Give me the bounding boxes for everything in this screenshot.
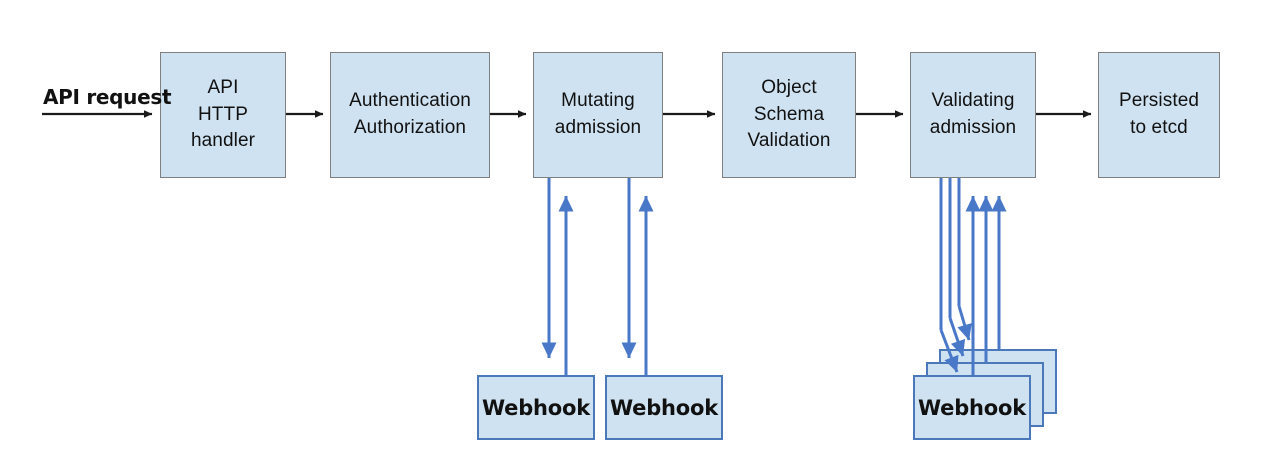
webhook-label: Webhook (609, 395, 719, 420)
pipeline-box-validating-admission[interactable]: Validating admission (910, 52, 1036, 178)
pipeline-box-object-schema[interactable]: Object Schema Validation (722, 52, 856, 178)
webhook-label: Webhook (481, 395, 591, 420)
pipeline-box-persisted-etcd[interactable]: Persisted to etcd (1098, 52, 1220, 178)
pipeline-box-label: API HTTP handler (190, 76, 256, 152)
pipeline-box-api-http-handler[interactable]: API HTTP handler (160, 52, 286, 178)
webhook-box-validating-1[interactable]: Webhook (913, 375, 1031, 440)
pipeline-box-mutating-admission[interactable]: Mutating admission (533, 52, 663, 178)
pipeline-box-label: Authentication Authorization (349, 90, 471, 138)
api-request-label: API request (43, 85, 172, 109)
webhook-label: Webhook (917, 395, 1027, 420)
arrow-validating-call-1 (939, 178, 959, 373)
webhook-box-mutating-1[interactable]: Webhook (477, 375, 595, 440)
arrow-validating-call-2 (948, 178, 966, 357)
pipeline-box-label: Object Schema Validation (747, 76, 831, 152)
arrow-validating-call-3 (957, 178, 972, 341)
pipeline-box-label: Mutating admission (554, 90, 642, 138)
webhook-box-mutating-2[interactable]: Webhook (605, 375, 723, 440)
pipeline-box-authn-authz[interactable]: Authentication Authorization (330, 52, 490, 178)
pipeline-box-label: Persisted to etcd (1118, 90, 1200, 138)
pipeline-box-label: Validating admission (929, 90, 1017, 138)
